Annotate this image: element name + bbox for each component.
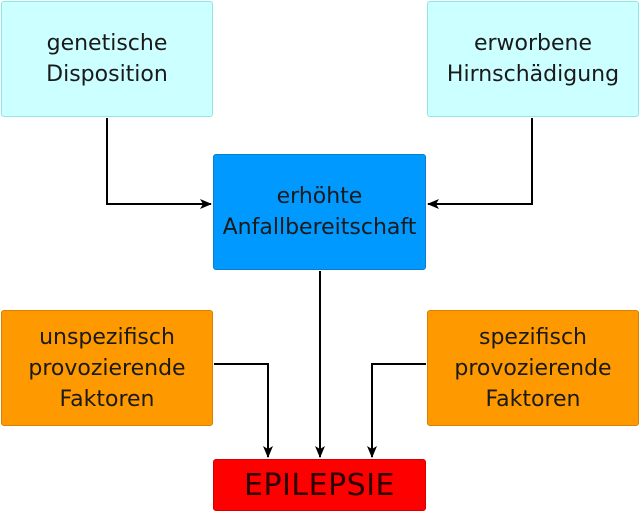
node-label-line: spezifisch <box>479 324 587 350</box>
arrow-genetic-to-central <box>106 118 212 209</box>
node-label-line: unspezifisch <box>39 324 175 350</box>
arrow-specific-to-epilepsy <box>367 363 426 458</box>
node-label-line: provozierende <box>28 355 186 381</box>
node-epilepsie: EPILEPSIE <box>213 459 426 511</box>
node-label-line: erhöhte <box>276 184 363 209</box>
node-label-line: Hirnschädigung <box>446 62 620 87</box>
node-label-line: genetische <box>46 31 168 56</box>
node-erworbene-hirnschaedigung: erworbene Hirnschädigung <box>427 1 639 117</box>
node-label-line: erworbene <box>473 31 593 56</box>
arrow-acquired-to-central <box>427 118 533 209</box>
node-label-line: provozierende <box>454 355 612 381</box>
node-unspezifisch-provozierende-faktoren: unspezifisch provozierende Faktoren <box>1 310 213 426</box>
node-erhoehte-anfallbereitschaft: erhöhte Anfallbereitschaft <box>213 154 426 270</box>
node-label-line: Faktoren <box>59 386 155 412</box>
node-spezifisch-provozierende-faktoren: spezifisch provozierende Faktoren <box>427 310 639 426</box>
node-label-line: Disposition <box>46 62 168 87</box>
node-label-line: Faktoren <box>485 386 581 412</box>
node-label-line: EPILEPSIE <box>244 467 395 503</box>
node-label-line: Anfallbereitschaft <box>222 215 417 240</box>
arrow-unspecific-to-epilepsy <box>214 363 273 458</box>
node-genetische-disposition: genetische Disposition <box>1 1 213 117</box>
